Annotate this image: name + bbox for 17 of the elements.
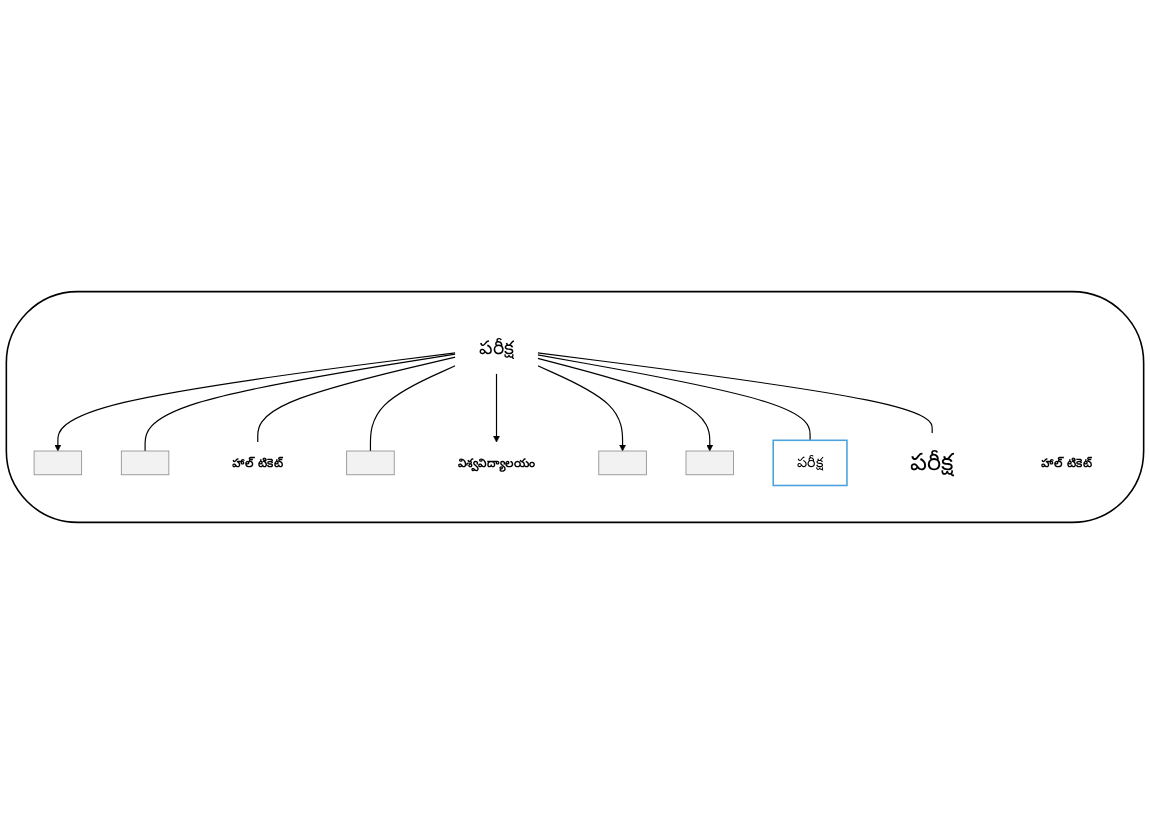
- connector: [537, 352, 933, 434]
- connector: [537, 354, 811, 441]
- node-text: పరీక్ష: [479, 336, 514, 359]
- node-box: [346, 450, 395, 476]
- arrow: [537, 365, 627, 452]
- node-box: [33, 450, 83, 476]
- cluster: [5, 290, 1145, 524]
- node-text: పరీక్ష: [910, 449, 954, 477]
- arrow: [493, 373, 500, 443]
- node-box: [120, 450, 170, 476]
- node-box: [598, 450, 647, 476]
- arrow: [54, 352, 456, 452]
- connector: [369, 365, 456, 452]
- connector: [257, 356, 456, 443]
- node-box: [685, 450, 734, 476]
- arrow: [537, 357, 714, 452]
- connector: [144, 353, 456, 452]
